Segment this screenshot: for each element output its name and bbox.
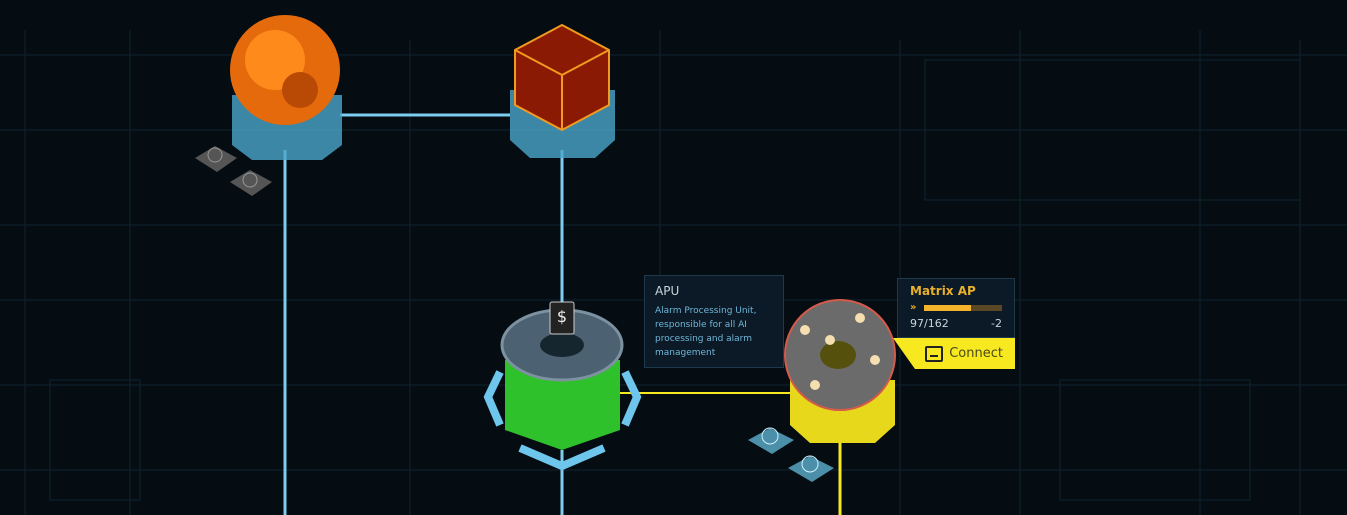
connect-label: Connect [949,346,1003,361]
tooltip-description: Alarm Processing Unit, responsible for a… [655,306,757,358]
blue-daemon-tile-icon [748,427,834,482]
connect-key-icon [925,345,944,362]
apu-green-ring-node[interactable] [483,308,642,471]
gray-daemon-tile-icon [195,146,272,196]
yellow-geodesic-ring-node[interactable] [784,299,896,443]
tooltip-title: APU [655,284,680,298]
apu-tooltip: APU Alarm Processing Unit, responsible f… [644,275,784,368]
svg-text:$: $ [557,307,567,326]
ap-progress-bar [924,304,1002,311]
connect-button[interactable]: Connect [893,338,1015,369]
matrix-ap-title: Matrix AP [910,284,976,298]
ap-value: 97/162 [910,317,949,330]
matrix-ap-panel: Matrix AP » 97/162 -2 [897,278,1015,338]
ap-delta: -2 [991,317,1002,330]
background-grid [0,30,1347,515]
link-lines [283,113,842,515]
double-chevron-icon: » [910,302,917,313]
red-cube-node[interactable] [510,23,615,158]
dollar-icon: $ [549,301,575,335]
ap-progress-fill [924,304,971,311]
orange-voxel-cluster-node[interactable] [230,15,342,160]
